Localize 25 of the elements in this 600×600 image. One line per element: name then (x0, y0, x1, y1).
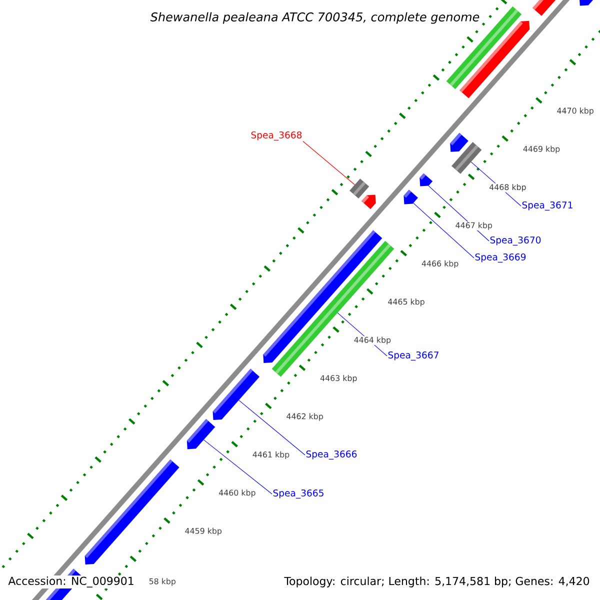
title: Shewanella pealeana ATCC 700345, complete genome (149, 11, 481, 25)
gene-label: Spea_3668 (251, 131, 302, 141)
gene-feature (186, 419, 216, 450)
gene-feature (404, 190, 418, 204)
gene-label: Spea_3665 (273, 489, 324, 499)
gene-label: Spea_3671 (522, 201, 572, 211)
gene-feature (350, 178, 370, 199)
genome-summary: Topology: circular; Length: 5,174,581 bp; Genes: 4,420 (283, 576, 591, 588)
leader-line (413, 202, 474, 258)
gene-feature (84, 459, 180, 565)
gene-label: Spea_3669 (475, 253, 526, 263)
gene-feature (450, 132, 468, 152)
leader-line (203, 440, 272, 494)
leader-line (302, 140, 356, 186)
leader-line (238, 400, 306, 456)
gene-feature (362, 194, 376, 210)
gene-label: Spea_3670 (490, 236, 541, 246)
accession-text: Accession: NC_009901 (7, 576, 136, 588)
gene-feature (212, 368, 260, 420)
gene-label: Spea_3667 (388, 351, 438, 361)
gene-feature (420, 173, 433, 186)
gene-feature (452, 142, 482, 174)
gene-label: Spea_3666 (306, 450, 357, 460)
gene-feature (579, 0, 596, 6)
gene-feature (532, 0, 556, 16)
